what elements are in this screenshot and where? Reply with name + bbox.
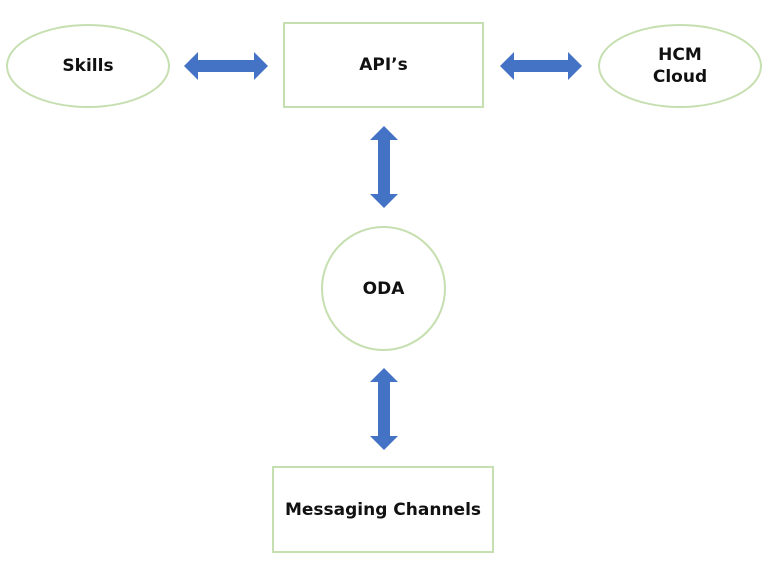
apis-label: API’s bbox=[359, 55, 408, 75]
apis-oda-arrow bbox=[370, 126, 398, 208]
oda-messaging-arrow bbox=[370, 368, 398, 450]
arrow-shape bbox=[370, 126, 398, 208]
skills-node: Skills bbox=[6, 24, 170, 108]
oda-node: ODA bbox=[321, 226, 446, 351]
apis-hcm-cloud-arrow bbox=[500, 52, 582, 80]
skills-label: Skills bbox=[62, 56, 114, 76]
apis-node: API’s bbox=[283, 22, 484, 108]
skills-apis-arrow bbox=[184, 52, 268, 80]
hcm-cloud-label: HCM Cloud bbox=[652, 45, 708, 87]
arrow-shape bbox=[184, 52, 268, 80]
oda-label: ODA bbox=[362, 278, 405, 299]
arrow-shape bbox=[370, 368, 398, 450]
hcm-cloud-node: HCM Cloud bbox=[598, 24, 762, 108]
messaging-channels-label: Messaging Channels bbox=[284, 499, 482, 520]
arrow-shape bbox=[500, 52, 582, 80]
messaging-channels-node: Messaging Channels bbox=[272, 466, 494, 553]
